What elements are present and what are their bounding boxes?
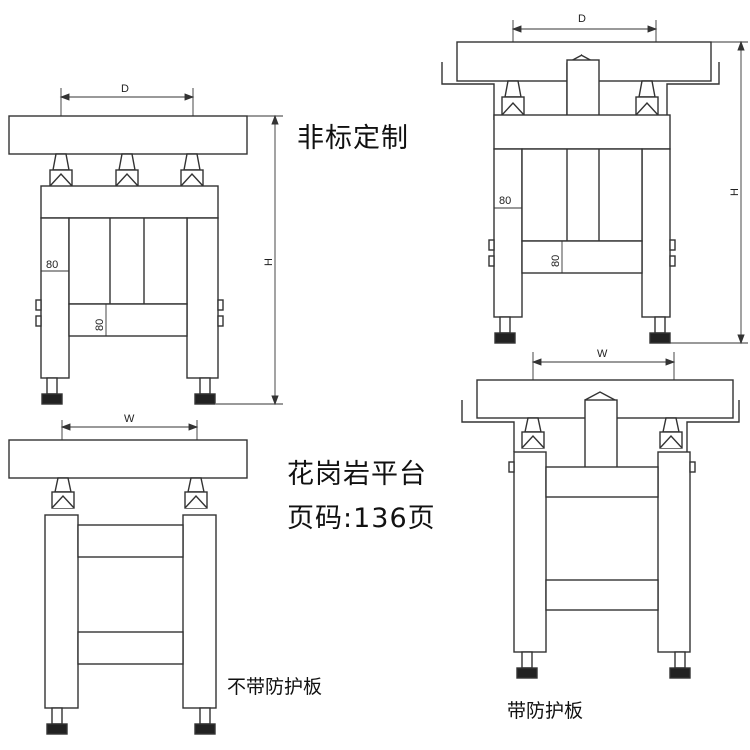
steel-frame bbox=[44, 514, 217, 709]
bottom-feet bbox=[46, 707, 216, 735]
dim-label-80: 80 bbox=[499, 195, 511, 207]
with-guard-caption: 带防护板 bbox=[507, 700, 584, 722]
bottom-feet bbox=[41, 377, 216, 405]
product-caption: 花岗岩平台 bbox=[287, 459, 427, 490]
dim-label-80: 80 bbox=[94, 319, 106, 331]
dimension-h-top-left bbox=[216, 114, 283, 406]
leveling-feet bbox=[51, 477, 208, 509]
dim-label-80: 80 bbox=[46, 259, 58, 271]
bottom-feet bbox=[516, 651, 691, 679]
dimension-80-marks bbox=[494, 207, 563, 273]
dim-label-d: D bbox=[121, 83, 129, 95]
guard-bracket-left bbox=[441, 62, 495, 120]
guard-bracket-right bbox=[666, 62, 720, 120]
guard-bracket-left bbox=[461, 400, 515, 452]
no-guard-caption: 不带防护板 bbox=[227, 676, 323, 698]
guard-bracket-right bbox=[686, 400, 740, 452]
dimension-d-top-right bbox=[511, 20, 658, 42]
page-reference: 页码:136页 bbox=[287, 503, 436, 534]
dim-label-h: H bbox=[729, 188, 741, 196]
stand-guard-side-view bbox=[461, 352, 740, 679]
dim-label-w: W bbox=[124, 413, 135, 425]
dimension-w-bottom-left bbox=[60, 420, 199, 440]
leveling-feet bbox=[521, 417, 683, 449]
bottom-feet bbox=[494, 316, 671, 344]
dimension-w-bottom-right bbox=[531, 352, 676, 380]
custom-caption: 非标定制 bbox=[297, 123, 409, 154]
granite-slab bbox=[8, 115, 248, 155]
leveling-feet bbox=[49, 153, 204, 187]
dimension-d-top-left bbox=[59, 88, 195, 116]
steel-frame bbox=[508, 451, 696, 653]
stand-guard-front-view bbox=[441, 20, 748, 345]
dim-label-80: 80 bbox=[550, 255, 562, 267]
steel-frame bbox=[488, 114, 676, 318]
steel-frame bbox=[35, 185, 224, 379]
dimension-h-top-right bbox=[668, 40, 748, 345]
dim-label-d: D bbox=[578, 13, 586, 25]
granite-slab bbox=[8, 439, 248, 479]
dim-label-w: W bbox=[597, 348, 608, 360]
stand-side-view bbox=[8, 420, 248, 735]
leveling-feet bbox=[501, 80, 659, 116]
dim-label-h: H bbox=[263, 258, 275, 266]
stand-front-view bbox=[8, 88, 283, 406]
dimension-80-marks bbox=[41, 270, 107, 336]
